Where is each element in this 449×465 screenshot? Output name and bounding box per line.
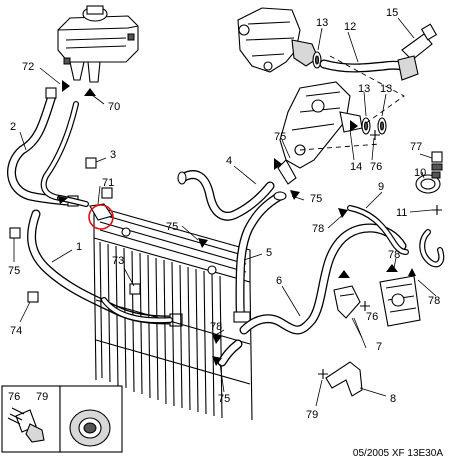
- callout-75-right: 75: [310, 193, 322, 205]
- callout-2: 2: [10, 121, 16, 133]
- highlight-circle: [88, 204, 114, 230]
- inset-fastener-box: [1, 385, 61, 453]
- inset-grommet-box: [59, 385, 123, 453]
- callout-labels: 72 70 2 3 71 1 75 74 73 13 12 15 13 13 1…: [8, 7, 440, 421]
- callout-14: 14: [350, 161, 362, 173]
- callout-78-low: 78: [210, 321, 222, 333]
- callout-78-mid: 78: [388, 249, 400, 261]
- callout-79-inset: 79: [36, 391, 48, 403]
- hose-73: [101, 297, 173, 324]
- thermostat-housing: [237, 7, 363, 185]
- callout-3: 3: [110, 149, 116, 161]
- bracket-7: [333, 285, 361, 319]
- callout-8: 8: [390, 393, 396, 405]
- bracket-8: [325, 361, 363, 397]
- callout-76-inset: 76: [8, 391, 20, 403]
- expansion-tank: [57, 5, 139, 83]
- diagram-reference: 05/2005 XF 13E30A: [352, 448, 443, 459]
- callout-11: 11: [396, 207, 407, 219]
- hose-2: [7, 87, 79, 207]
- callout-72: 72: [22, 61, 34, 73]
- callout-5: 5: [266, 247, 272, 259]
- callout-76-right: 76: [366, 311, 378, 323]
- leader-lines: [13, 17, 437, 407]
- callout-9: 9: [378, 181, 384, 193]
- callout-77: 77: [410, 141, 422, 153]
- callout-76-mid: 76: [370, 161, 382, 173]
- hose-9: [347, 205, 445, 268]
- callout-13-top: 13: [316, 17, 328, 29]
- callout-6: 6: [276, 275, 282, 287]
- hose-5: [233, 191, 287, 323]
- callout-70: 70: [108, 101, 120, 113]
- hose-4: [177, 170, 275, 221]
- bleed-screw-15: [397, 23, 438, 81]
- callout-71: 71: [102, 177, 114, 189]
- arrow-markers: [58, 80, 416, 366]
- callout-75-center: 75: [166, 221, 178, 233]
- hose-6: [217, 223, 407, 367]
- callout-13-mid: 13: [358, 83, 370, 95]
- hose-12: [319, 59, 415, 73]
- callout-12: 12: [344, 21, 356, 33]
- callout-78-top: 78: [312, 223, 324, 235]
- clip-crosses: [318, 130, 442, 379]
- clip-symbols: [9, 151, 443, 303]
- callout-75-topmid: 75: [274, 131, 286, 143]
- callout-4: 4: [226, 155, 232, 167]
- callout-79: 79: [306, 409, 318, 421]
- callout-78-right: 78: [428, 295, 440, 307]
- callout-74: 74: [10, 325, 22, 337]
- callout-7: 7: [376, 341, 382, 353]
- hose-clip-10: [415, 171, 441, 194]
- callout-10: 10: [414, 167, 426, 179]
- callout-1: 1: [76, 241, 82, 253]
- callout-75-low: 75: [218, 393, 230, 405]
- heater-block: [379, 275, 421, 327]
- callout-15: 15: [386, 7, 398, 19]
- radiator: [89, 203, 253, 421]
- callout-75-left: 75: [8, 265, 20, 277]
- callout-73: 73: [112, 255, 124, 267]
- callout-13-right: 13: [380, 83, 392, 95]
